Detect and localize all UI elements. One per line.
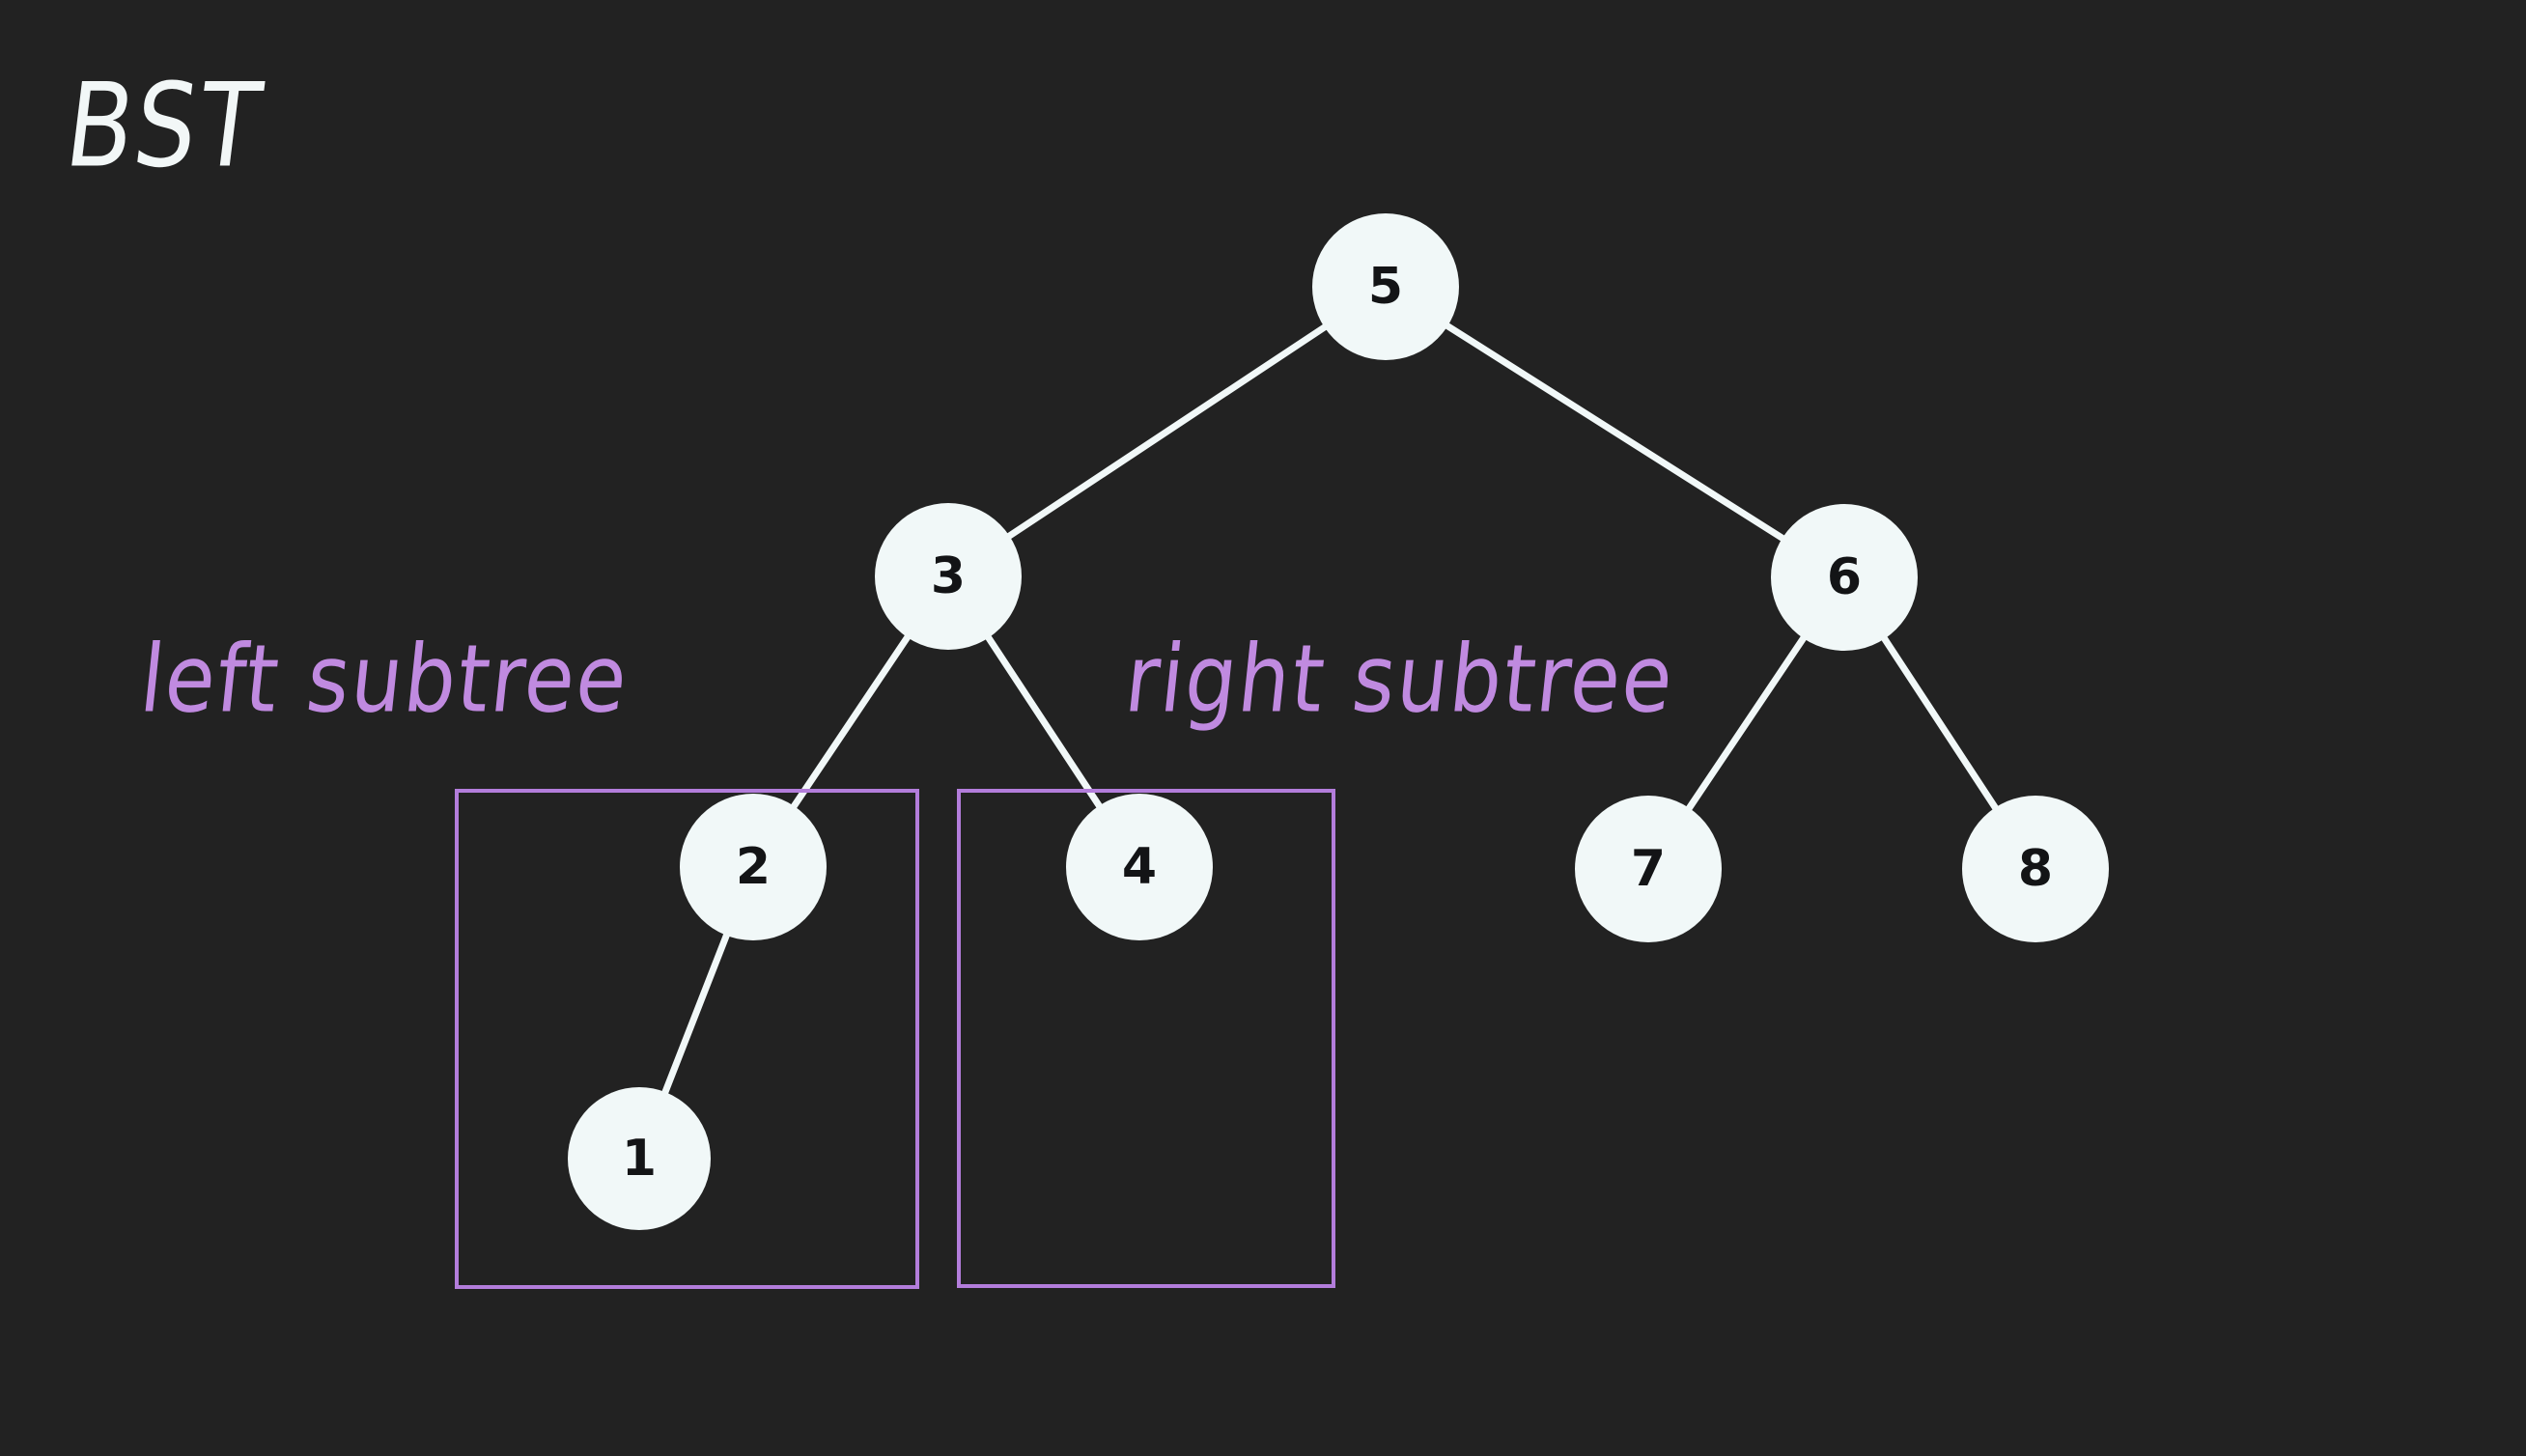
right-subtree-box (957, 789, 1335, 1288)
edge-6-8 (1878, 631, 2002, 815)
left-subtree-label: left subtree (135, 626, 634, 735)
node-label: 3 (930, 547, 967, 605)
node-label: 7 (1630, 840, 1667, 898)
node-7[interactable]: 7 (1575, 796, 1722, 942)
node-label: 5 (1367, 258, 1404, 316)
edge-3-2 (788, 630, 913, 813)
node-6[interactable]: 6 (1771, 504, 1918, 651)
edge-5-6 (1441, 321, 1789, 544)
node-label: 4 (1121, 838, 1158, 896)
node-5[interactable]: 5 (1312, 213, 1459, 360)
node-label: 8 (2017, 840, 2054, 898)
node-3[interactable]: 3 (875, 503, 1022, 650)
edge-5-3 (1002, 322, 1332, 542)
page-title: BST (58, 58, 271, 193)
edge-6-7 (1683, 631, 1810, 815)
node-8[interactable]: 8 (1962, 796, 2109, 942)
node-2[interactable]: 2 (680, 794, 827, 940)
right-subtree-label: right subtree (1120, 626, 1680, 735)
node-4[interactable]: 4 (1066, 794, 1213, 940)
left-subtree-box (455, 789, 919, 1289)
node-label: 2 (735, 838, 772, 896)
edge-3-4 (983, 630, 1105, 813)
node-label: 6 (1826, 548, 1863, 606)
node-1[interactable]: 1 (568, 1087, 711, 1230)
node-label: 1 (621, 1130, 658, 1188)
